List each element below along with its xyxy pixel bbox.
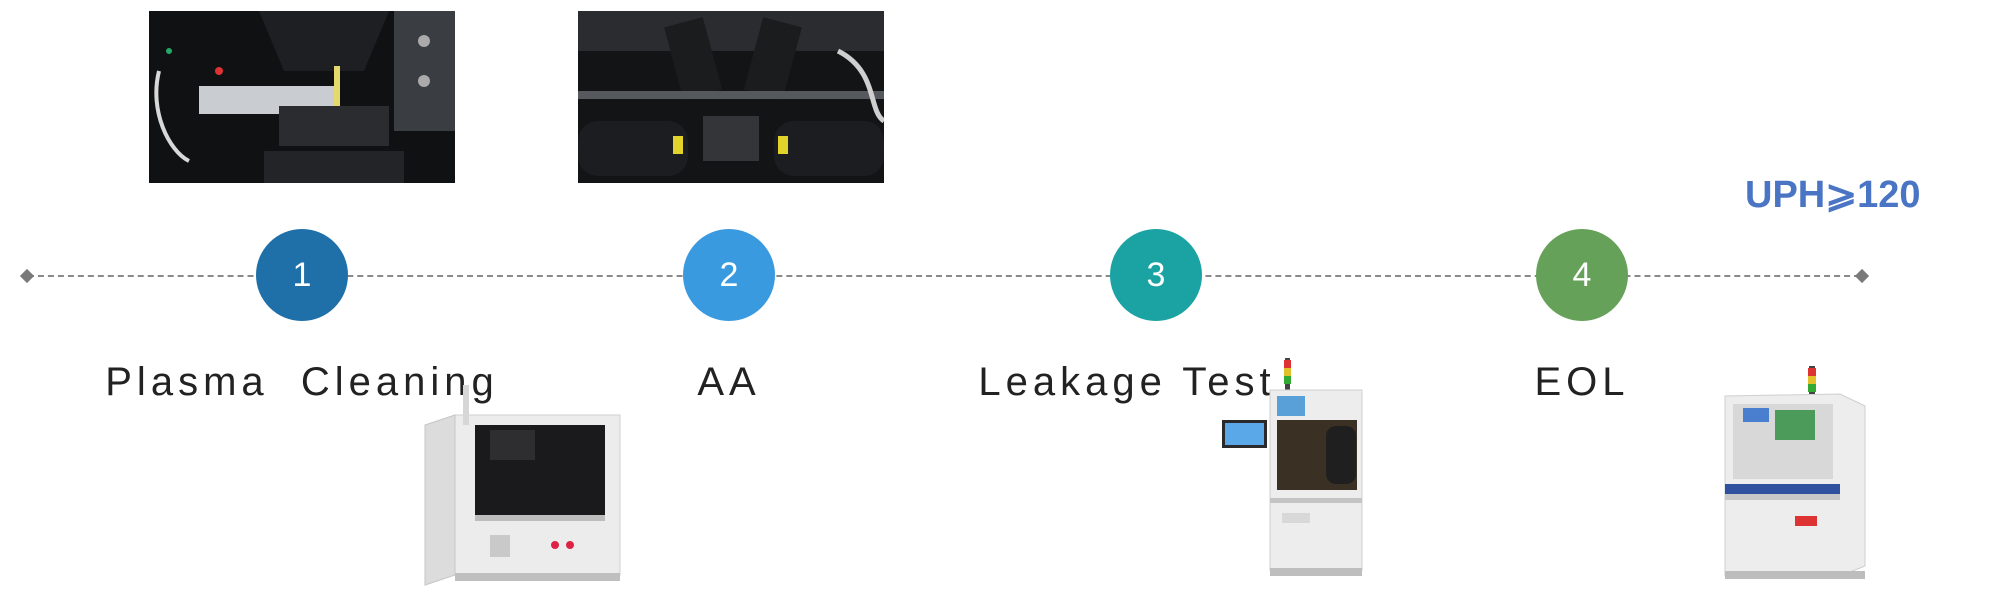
- step-2-circle: 2: [683, 229, 775, 321]
- eol-machine-photo: [1715, 366, 1875, 586]
- aa-station-closeup-photo: [578, 11, 884, 183]
- step-4-label: EOL: [1534, 360, 1630, 404]
- step-2-label: AA: [697, 360, 761, 404]
- step-2-number: 2: [719, 255, 739, 294]
- step-3-circle: 3: [1110, 229, 1202, 321]
- step-1-circle: 1: [256, 229, 348, 321]
- uph-label: UPH⩾120: [1745, 174, 1921, 216]
- step-1-number: 1: [292, 255, 312, 294]
- step-1-label: Plasma Cleaning: [105, 360, 499, 404]
- plasma-cleaning-closeup-photo: [149, 11, 455, 183]
- step-3-number: 3: [1146, 255, 1166, 294]
- step-4-circle: 4: [1536, 229, 1628, 321]
- timeline-line: [28, 275, 1860, 277]
- plasma-cleaning-machine-photo: [415, 385, 625, 595]
- step-4-number: 4: [1572, 255, 1592, 294]
- timeline-start-marker: [19, 268, 35, 284]
- leakage-test-machine-photo: [1222, 358, 1372, 588]
- step-3-label: Leakage Test: [978, 360, 1276, 404]
- timeline-end-marker: [1854, 268, 1870, 284]
